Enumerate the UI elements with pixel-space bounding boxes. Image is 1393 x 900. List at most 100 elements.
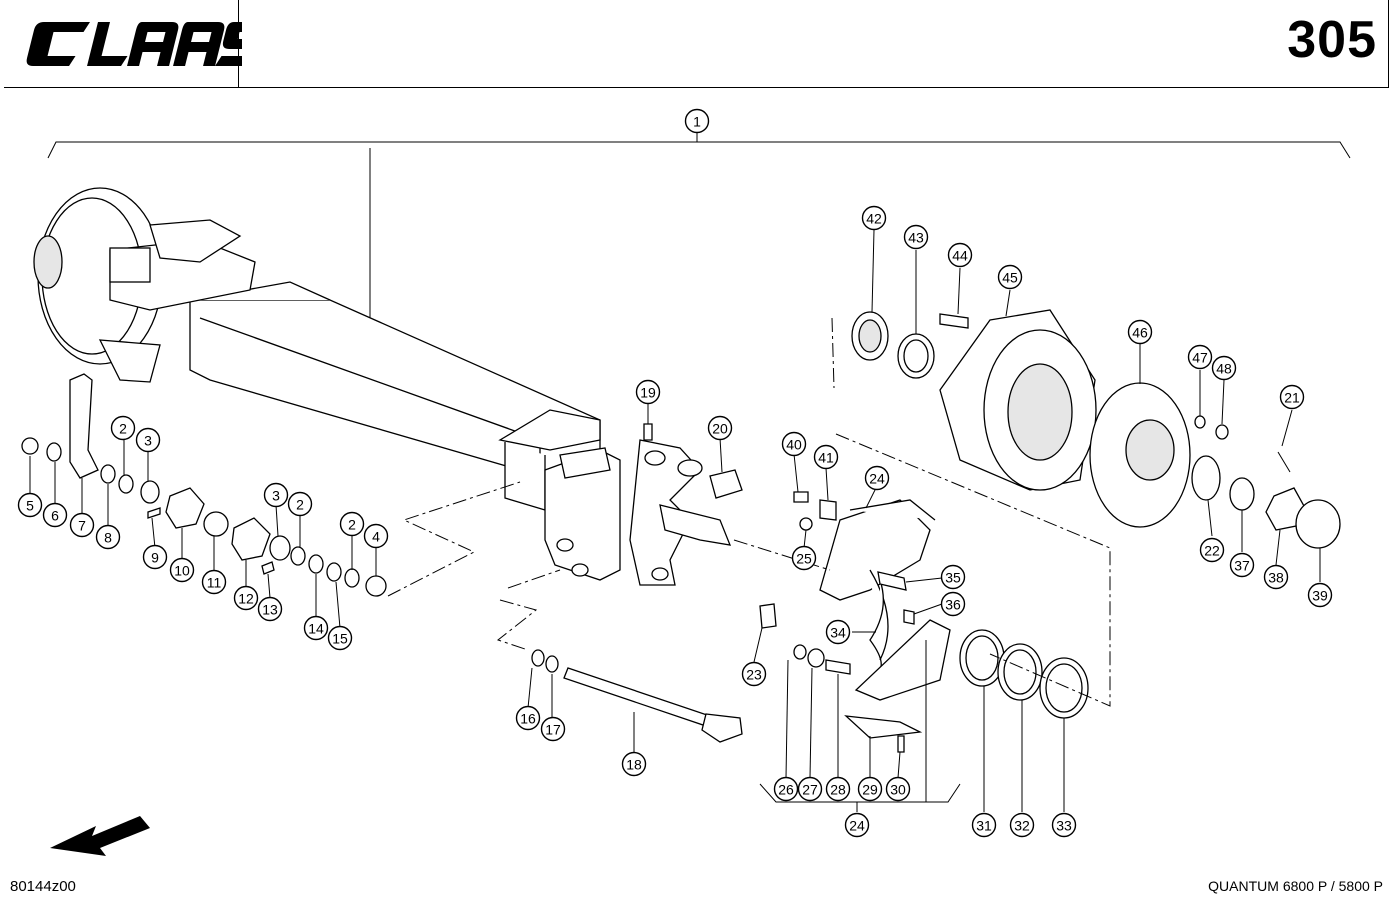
claas-logo: [26, 22, 242, 66]
callout-label: 30: [890, 782, 906, 798]
callout-43: 43: [903, 224, 929, 250]
callout-35: 35: [940, 564, 966, 590]
page-number: 305: [1287, 11, 1377, 69]
callout-13: 13: [257, 596, 283, 622]
callout-41: 41: [813, 444, 839, 470]
callout-label: 45: [1002, 270, 1018, 286]
callout-1: 1: [684, 108, 710, 134]
callout-label: 47: [1192, 350, 1208, 366]
callout-label: 14: [308, 621, 324, 637]
callout-33: 33: [1051, 812, 1077, 838]
callout-21: 21: [1279, 384, 1305, 410]
callout-label: 3: [144, 433, 152, 449]
callout-3: 3: [263, 482, 289, 508]
callout-label: 5: [26, 498, 34, 514]
callout-label: 27: [802, 782, 818, 798]
callout-label: 9: [151, 550, 159, 566]
callout-4: 4: [363, 523, 389, 549]
callout-label: 18: [626, 757, 642, 773]
callout-label: 4: [372, 529, 380, 545]
callout-label: 23: [746, 667, 762, 683]
brake-shoe-assembly: [759, 491, 951, 753]
callout-31: 31: [971, 812, 997, 838]
callout-5: 5: [17, 492, 43, 518]
seal-rings: [959, 629, 1089, 719]
callout-17: 17: [540, 716, 566, 742]
brake-drum-hub: [851, 309, 1341, 549]
brake-camshaft: [531, 649, 743, 743]
callout-15: 15: [327, 625, 353, 651]
callout-47: 47: [1187, 344, 1213, 370]
callout-2: 2: [110, 415, 136, 441]
callout-32: 32: [1009, 812, 1035, 838]
callout-label: 16: [520, 711, 536, 727]
callout-label: 12: [238, 591, 254, 607]
leader-lines: [387, 317, 1111, 707]
callout-label: 37: [1234, 558, 1250, 574]
callout-label: 42: [866, 211, 882, 227]
callout-27: 27: [797, 776, 823, 802]
callout-36: 36: [940, 591, 966, 617]
callout-18: 18: [621, 751, 647, 777]
callout-label: 41: [818, 450, 834, 466]
callout-26: 26: [773, 776, 799, 802]
callout-label: 3: [272, 488, 280, 504]
callout-label: 40: [786, 437, 802, 453]
callout-11: 11: [201, 569, 227, 595]
callout-label: 43: [908, 230, 924, 246]
callout-label: 20: [712, 421, 728, 437]
callout-label: 29: [862, 782, 878, 798]
callout-22: 22: [1199, 537, 1225, 563]
callout-39: 39: [1307, 582, 1333, 608]
callout-24: 24: [864, 465, 890, 491]
callout-label: 24: [869, 471, 885, 487]
callout-label: 38: [1268, 570, 1284, 586]
drawing-code: 80144z00: [10, 878, 76, 895]
callout-24: 24: [844, 812, 870, 838]
callout-38: 38: [1263, 564, 1289, 590]
assembly-bracket: [47, 141, 1351, 159]
callout-20: 20: [707, 415, 733, 441]
callout-label: 15: [332, 631, 348, 647]
callout-16: 16: [515, 705, 541, 731]
callout-bubbles: 1235678910111213322414151617181920404124…: [17, 108, 1333, 838]
callout-label: 36: [945, 597, 961, 613]
callout-19: 19: [635, 379, 661, 405]
callout-34: 34: [825, 619, 851, 645]
callout-label: 2: [296, 497, 304, 513]
callout-label: 2: [348, 517, 356, 533]
callout-10: 10: [169, 557, 195, 583]
callout-label: 35: [945, 570, 961, 586]
callout-label: 31: [976, 818, 992, 834]
callout-28: 28: [825, 776, 851, 802]
callout-label: 28: [830, 782, 846, 798]
direction-arrow-icon: [50, 816, 150, 856]
callout-45: 45: [997, 264, 1023, 290]
callout-44: 44: [947, 242, 973, 268]
grease-nipple: [643, 423, 653, 441]
callout-12: 12: [233, 585, 259, 611]
callout-14: 14: [303, 615, 329, 641]
callout-2: 2: [339, 511, 365, 537]
callout-label: 26: [778, 782, 794, 798]
callout-label: 1: [693, 114, 701, 130]
callout-leaders: [29, 229, 1321, 812]
steering-knuckle: [544, 439, 732, 586]
model-name: QUANTUM 6800 P / 5800 P: [1208, 878, 1383, 894]
callout-label: 25: [796, 551, 812, 567]
callout-label: 24: [849, 818, 865, 834]
callout-label: 32: [1014, 818, 1030, 834]
callout-label: 21: [1284, 390, 1300, 406]
callout-2: 2: [287, 491, 313, 517]
callout-48: 48: [1211, 355, 1237, 381]
callout-37: 37: [1229, 552, 1255, 578]
callout-label: 2: [119, 421, 127, 437]
callout-label: 13: [262, 602, 278, 618]
callout-8: 8: [95, 524, 121, 550]
callout-label: 8: [104, 530, 112, 546]
callout-30: 30: [885, 776, 911, 802]
callout-label: 19: [640, 385, 656, 401]
callout-6: 6: [42, 502, 68, 528]
